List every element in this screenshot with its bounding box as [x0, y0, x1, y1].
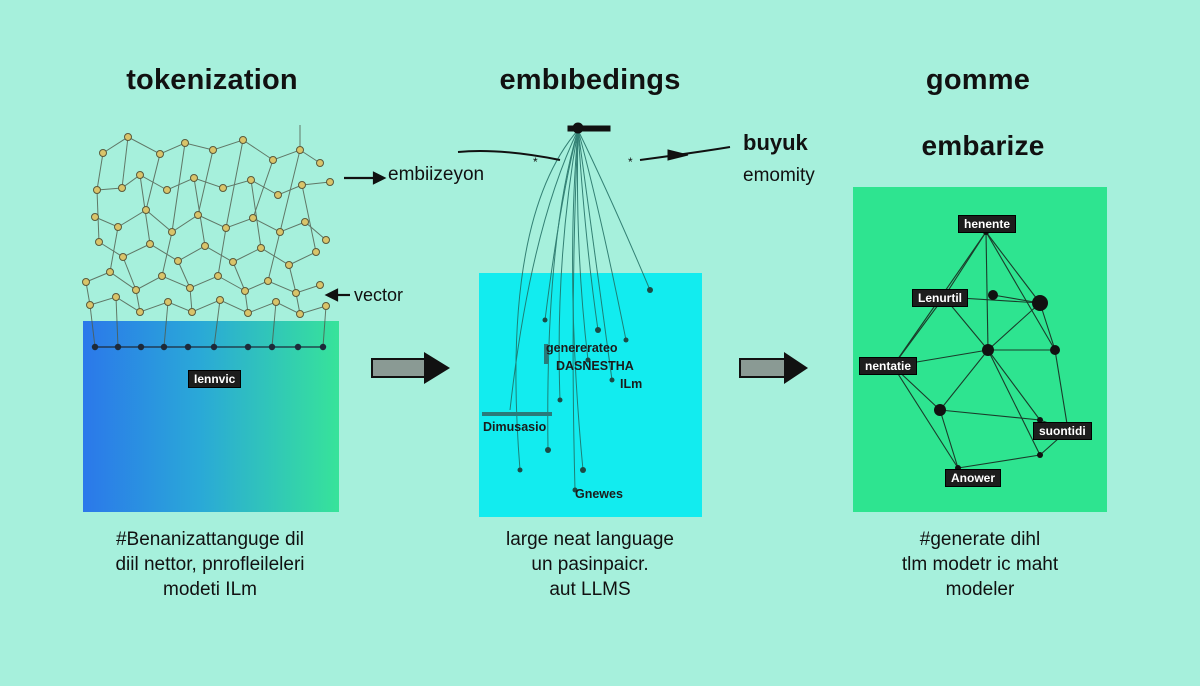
vector-label: vector: [354, 285, 404, 305]
embeddings-caption-line-3: aut LLMS: [549, 579, 631, 600]
tokenization-caption-line-3: modeti ILm: [163, 579, 257, 600]
tokenization-title: tokenization: [126, 64, 298, 96]
small-arrows: [324, 171, 387, 302]
big-arrow-2: [739, 352, 808, 384]
embeddings-title: embıbedings: [499, 64, 681, 96]
gomme-network-edges: [892, 231, 1069, 469]
embiizeyon-label: embiizeyon: [388, 164, 485, 185]
token-base-nodes: [91, 343, 327, 351]
embedding-top-bar: * *: [457, 122, 731, 169]
gomme-tag-anower: Anower: [945, 469, 1002, 487]
embeddings-caption: large neat language un pasinpaicr. aut L…: [440, 527, 740, 602]
gomme-tag-suontidi: suontidi: [1033, 422, 1092, 440]
embedding-tag-1: genererateo: [546, 341, 618, 355]
tokenization-box-label: Iennvic: [188, 370, 242, 388]
embedding-fan-lines: [509, 129, 651, 491]
embeddings-caption-line-1: large neat language: [506, 529, 674, 550]
embedding-tag-4: Dimusasio: [483, 420, 547, 434]
tokenization-caption-line-1: #Benanizattanguge dil: [115, 529, 305, 550]
gomme-tag-nentatie: nentatie: [859, 357, 918, 375]
gomme-caption: #generate dihl tlm modetr ic maht modele…: [830, 527, 1130, 602]
embedding-tag-5: Gnewes: [575, 487, 623, 501]
gomme-tag-henente: henente: [958, 215, 1017, 233]
buyuk-label: buyuk: [743, 130, 808, 155]
gomme-network-nodes: [890, 229, 1071, 471]
gomme-caption-line-3: modeler: [945, 579, 1015, 600]
tokenization-caption: #Benanizattanguge dil diil nettor, pnrof…: [60, 527, 360, 602]
token-network-edges: [85, 125, 331, 348]
tokenization-caption-line-2: diil nettor, pnrofleileleri: [115, 554, 305, 575]
big-arrow-1: [371, 352, 450, 384]
svg-text:*: *: [628, 155, 633, 169]
embedding-tag-2: DASNESTHA: [556, 359, 634, 373]
gomme-caption-line-2: tlm modetr ic maht: [901, 554, 1059, 575]
svg-text:*: *: [533, 155, 538, 169]
emomity-label: emomity: [743, 165, 815, 186]
embarize-subtitle: embarize: [921, 130, 1045, 161]
token-network-nodes: [82, 133, 334, 318]
embedding-fan-nodes: [517, 287, 653, 493]
tokenization-box: [83, 321, 339, 512]
gomme-caption-line-1: #generate dihl: [919, 529, 1041, 550]
embedding-inner-bars: [482, 344, 552, 416]
embeddings-caption-line-2: un pasinpaicr.: [531, 554, 649, 575]
gomme-title: gomme: [925, 64, 1031, 96]
embedding-tag-3: ILm: [620, 377, 643, 391]
gomme-tag-lenurtil: Lenurtil: [912, 289, 968, 307]
